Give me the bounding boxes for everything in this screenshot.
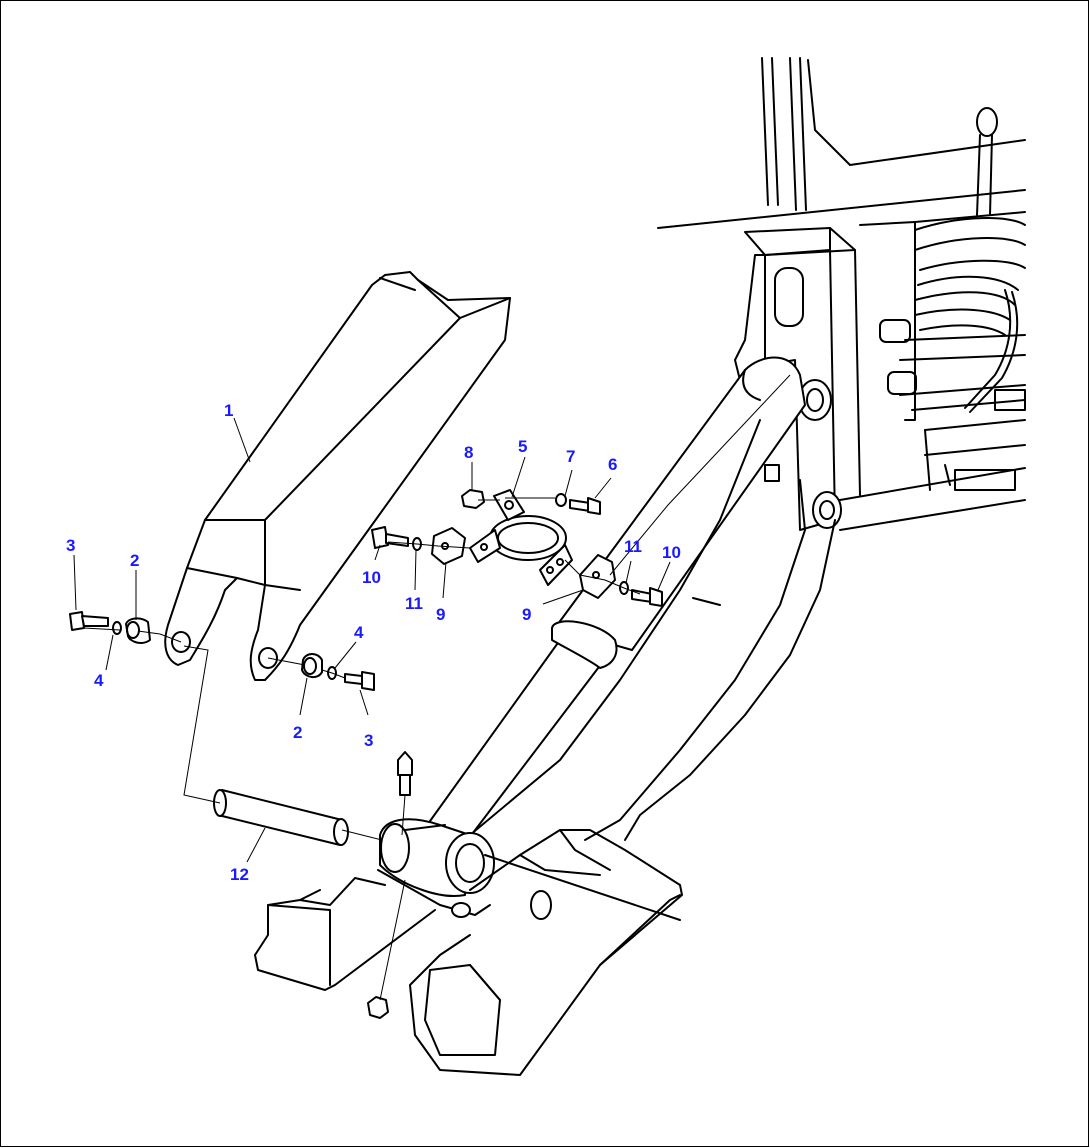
callout-2: 2 bbox=[130, 551, 139, 570]
callout-3: 3 bbox=[364, 731, 373, 750]
tractor-frame-outline bbox=[657, 57, 1026, 531]
callout-11: 11 bbox=[405, 594, 423, 613]
callout-3: 3 bbox=[66, 536, 75, 555]
bolt-6 bbox=[569, 497, 601, 515]
callout-2: 2 bbox=[293, 723, 302, 742]
callout-10: 10 bbox=[362, 568, 381, 587]
bushing-right-2 bbox=[301, 653, 323, 678]
callout-5: 5 bbox=[518, 437, 527, 456]
clamp-5 bbox=[469, 489, 573, 586]
bolt-right-10 bbox=[631, 587, 663, 607]
bolt-right-3 bbox=[344, 671, 375, 691]
pin-12 bbox=[213, 789, 349, 846]
boom-outline bbox=[254, 356, 836, 1076]
callout-9: 9 bbox=[522, 605, 531, 624]
callout-10: 10 bbox=[662, 543, 681, 562]
bolt-left-10 bbox=[371, 526, 409, 549]
bolt-left-3 bbox=[69, 611, 109, 631]
callout-12: 12 bbox=[230, 865, 249, 884]
callout-11: 11 bbox=[624, 537, 642, 556]
callout-1: 1 bbox=[224, 401, 233, 420]
callout-6: 6 bbox=[608, 455, 617, 474]
callout-7: 7 bbox=[566, 447, 575, 466]
washer-7 bbox=[555, 493, 567, 507]
arm-cover-part bbox=[164, 271, 511, 681]
nut-8 bbox=[461, 489, 485, 509]
bushing-left-2 bbox=[125, 617, 151, 644]
pivot-nut bbox=[367, 996, 389, 1019]
spacer-right-9 bbox=[579, 554, 616, 599]
callout-leaders bbox=[73, 417, 671, 863]
callout-9: 9 bbox=[436, 605, 445, 624]
callout-8: 8 bbox=[464, 443, 473, 462]
washer-left-4 bbox=[112, 621, 122, 635]
callout-labels: 1 2 2 3 3 4 4 5 6 7 8 9 9 10 10 11 11 12 bbox=[66, 401, 681, 884]
callout-4: 4 bbox=[354, 623, 364, 642]
pivot-bolt-vertical bbox=[397, 751, 413, 796]
callout-4: 4 bbox=[94, 671, 104, 690]
assembly-lines bbox=[83, 374, 791, 1001]
